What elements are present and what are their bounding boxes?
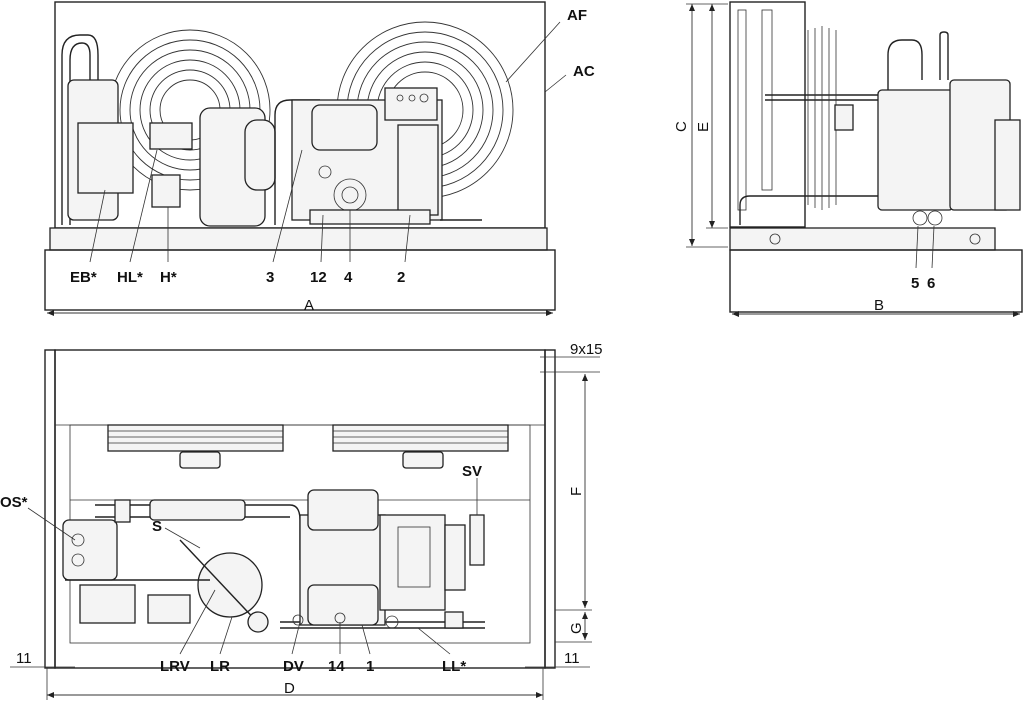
top-motor-end [444,524,466,591]
label-ll: LL* [442,658,466,675]
label-4: 4 [344,269,353,286]
top-fan-motor-right [332,424,509,469]
top-fan-motor-left [107,424,284,469]
top-oil-separator [62,519,118,581]
label-2: 2 [397,269,405,286]
side-dimensions: C E B [673,3,1020,317]
front-compressor-foot [309,209,431,225]
top-clamp [114,499,131,523]
side-box [994,119,1021,211]
front-heater-box [151,174,181,208]
front-crankcase [397,124,439,216]
label-lr: LR [210,658,230,675]
dim-label-g: G [568,622,585,634]
side-part-5 [912,210,928,226]
dim-label-c: C [673,121,690,132]
dim-label-right-11: 11 [564,650,580,667]
label-5: 5 [911,275,919,292]
side-coil-fins [807,26,837,210]
dim-label-b: B [874,297,884,314]
dim-label-a: A [304,297,314,314]
dim-label-d: D [284,680,295,697]
label-dv: DV [283,658,304,675]
top-right-rail [544,349,556,669]
label-h: H* [160,269,177,286]
label-14: 14 [328,658,345,675]
front-discharge-pipe [274,99,320,225]
side-compressor [877,89,954,211]
front-terminal-box [384,87,438,121]
label-s: S [152,518,162,535]
front-filter [244,119,276,191]
top-filter-drier [149,499,246,521]
label-3: 3 [266,269,274,286]
label-1: 1 [366,658,374,675]
side-part-6 [927,210,943,226]
top-terminal-cover [397,526,431,588]
label-sv: SV [462,463,482,480]
top-view [44,349,556,669]
label-eb: EB* [70,269,97,286]
label-af: AF [567,7,587,24]
front-compressor-head [311,104,378,151]
side-condenser-frame [729,1,806,228]
top-frame [54,349,546,669]
dim-label-left-11: 11 [16,650,32,667]
top-cylinder-head-1 [307,489,379,531]
top-liquid-receiver [197,552,263,618]
top-left-rail [44,349,56,669]
label-12: 12 [310,269,327,286]
side-pipe-loop [887,39,923,200]
top-motor-housing [379,514,446,611]
dim-label-f: F [568,487,585,496]
top-dimensions: 9x15 F G D 11 11 [10,341,603,700]
front-callouts: AF AC EB* HL* H* 3 12 4 2 [70,7,595,286]
side-valve [834,104,854,131]
dimension-a: A [47,297,553,316]
top-callouts: OS* S SV LRV LR DV 14 1 LL* [0,463,482,675]
front-pressure-switch [149,122,193,150]
top-solenoid-valve [469,514,485,566]
front-base-rail [49,227,548,251]
dim-label-hole: 9x15 [570,341,603,358]
front-electrical-box [77,122,134,194]
label-6: 6 [927,275,935,292]
top-cylinder-head-2 [307,584,379,626]
side-view: 5 6 [729,1,1023,313]
top-electrical-box [79,584,136,624]
label-ac: AC [573,63,595,80]
label-hl: HL* [117,269,143,286]
dim-label-e: E [695,122,712,132]
top-switch-box [147,594,191,624]
front-view [44,1,556,311]
label-os: OS* [0,494,28,511]
front-pipe-loop [61,34,99,225]
label-lrv: LRV [160,658,190,675]
